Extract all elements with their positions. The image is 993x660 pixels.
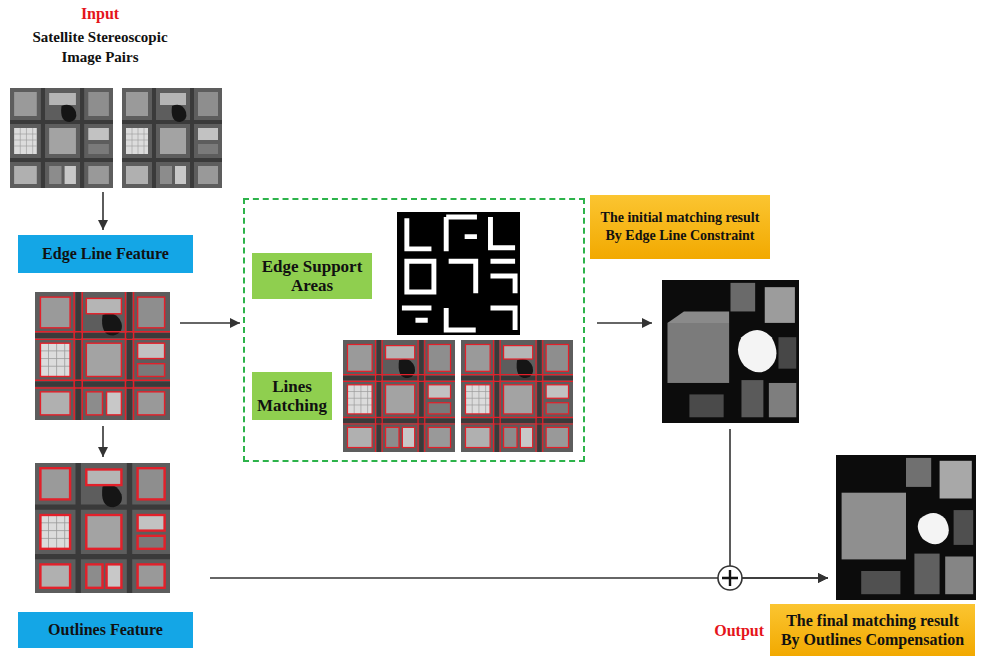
result-box: The initial matching result By Edge Line… xyxy=(590,195,770,259)
sum-symbol xyxy=(718,566,742,590)
step-box: Lines Matching xyxy=(252,372,332,420)
line-match-image-left xyxy=(343,340,455,452)
input-heading: Input xyxy=(20,4,180,24)
image-anchor xyxy=(662,280,799,423)
image-anchor xyxy=(836,455,976,600)
flow-arrow xyxy=(102,426,104,457)
box-label: The initial matching result By Edge Line… xyxy=(596,209,764,245)
final-disparity-image xyxy=(836,455,976,600)
initial-disparity-image xyxy=(662,280,799,423)
satellite-image-left xyxy=(10,88,113,188)
flow-arrow xyxy=(597,322,652,324)
outline-image xyxy=(35,463,170,593)
flow-arrow xyxy=(180,322,240,324)
output-heading: Output xyxy=(700,621,764,641)
satellite-image-right xyxy=(122,88,222,188)
box-label: Lines Matching xyxy=(255,377,329,415)
edge-line-image xyxy=(35,292,170,420)
box-label: Edge Line Feature xyxy=(24,244,187,264)
image-anchor xyxy=(35,292,170,420)
group-frame: Edge Support AreasLines Matching xyxy=(243,198,585,462)
result-box: The final matching result By Outlines Co… xyxy=(770,604,975,656)
box-label: The final matching result By Outlines Co… xyxy=(777,611,968,649)
edge-line-overlay xyxy=(35,292,170,420)
feature-box: Outlines Feature xyxy=(18,612,193,648)
input-arrow xyxy=(102,192,104,230)
flow-arrow xyxy=(730,429,828,578)
line-match-overlay-right xyxy=(461,340,573,452)
step-box: Edge Support Areas xyxy=(252,253,372,299)
line-match-overlay-left xyxy=(343,340,455,452)
box-label: Outlines Feature xyxy=(24,620,187,640)
line-match-image-right xyxy=(461,340,573,452)
support-area-image xyxy=(397,212,520,335)
box-label: Edge Support Areas xyxy=(256,257,368,295)
plus-sign xyxy=(722,570,738,586)
image-anchor xyxy=(35,463,170,593)
feature-box: Edge Line Feature xyxy=(18,235,193,273)
outline-overlay xyxy=(40,468,164,588)
input-caption: Satellite Stereoscopic Image Pairs xyxy=(25,27,175,67)
